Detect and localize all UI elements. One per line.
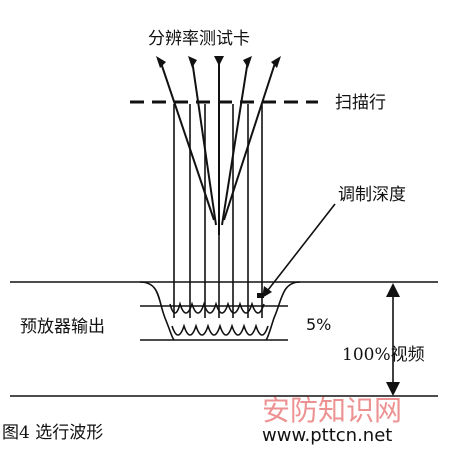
video-100-arrow-up bbox=[386, 283, 400, 297]
waveform-oscillation-upper bbox=[169, 301, 265, 314]
modulation-depth-pointer bbox=[267, 203, 336, 291]
watermark-url: www.pttcn.net bbox=[262, 425, 392, 446]
modulation-depth-pointer-head bbox=[262, 286, 272, 298]
preamp-output-label: 预放器输出 bbox=[20, 317, 105, 337]
arrow-head-2 bbox=[188, 56, 197, 68]
video-100-arrow-down bbox=[386, 382, 400, 396]
wedge-line-right-outer bbox=[223, 59, 277, 221]
waveform-envelope bbox=[139, 281, 301, 341]
arrow-head-4 bbox=[243, 56, 252, 68]
modulation-mark bbox=[257, 293, 264, 298]
wedge-arrow-heads bbox=[156, 56, 281, 68]
wedge-line-right-inner bbox=[221, 59, 249, 226]
wedge-line-left-inner bbox=[191, 59, 217, 226]
arrow-head-1 bbox=[156, 56, 166, 68]
waveform-oscillation-lower bbox=[171, 323, 269, 336]
resolution-wedge bbox=[159, 58, 277, 235]
scan-line-label: 扫描行 bbox=[335, 93, 386, 113]
wedge-line-left-outer bbox=[159, 59, 215, 221]
video-100-label: 100%视频 bbox=[342, 345, 425, 365]
arrow-head-3 bbox=[214, 56, 224, 66]
preamp-waveform bbox=[139, 281, 301, 341]
test-card-label: 分辨率测试卡 bbox=[148, 29, 250, 49]
five-percent-label: 5% bbox=[306, 315, 331, 334]
modulation-depth-label: 调制深度 bbox=[338, 185, 406, 205]
site-watermark: 安防知识网 www.pttcn.net bbox=[262, 394, 402, 446]
figure-caption: 图4 选行波形 bbox=[2, 423, 103, 443]
arrow-head-5 bbox=[271, 56, 281, 68]
watermark-site-name: 安防知识网 bbox=[262, 394, 402, 427]
